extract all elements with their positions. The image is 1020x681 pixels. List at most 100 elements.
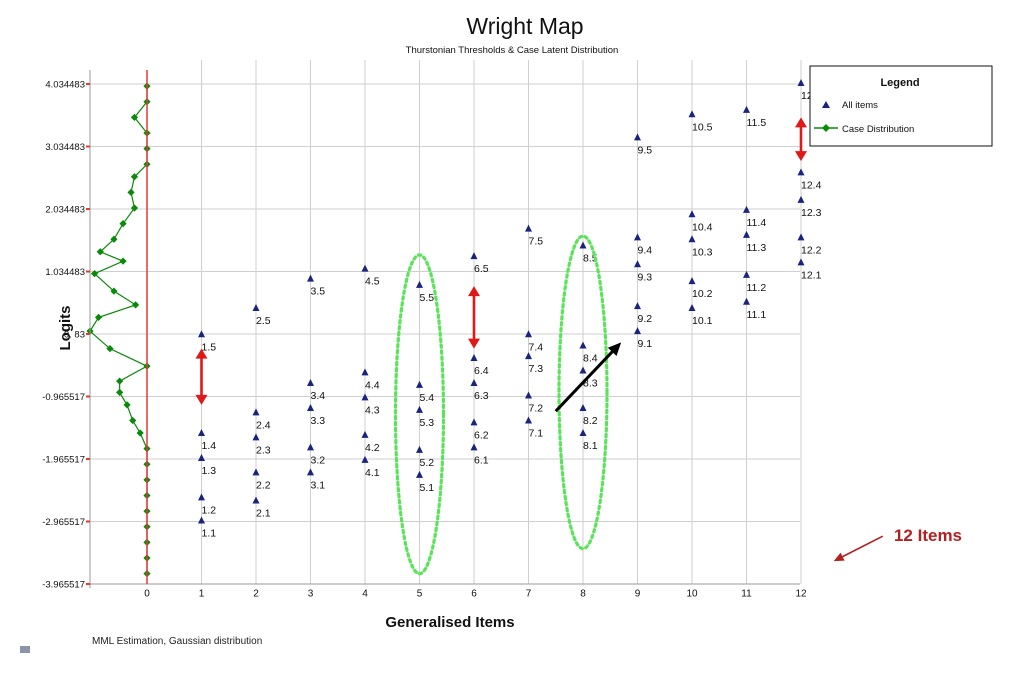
case-point <box>130 113 139 122</box>
red-arrow-head-down <box>795 151 807 162</box>
item-point <box>252 408 260 416</box>
item-point <box>688 210 696 218</box>
item-label: 8.1 <box>583 440 598 452</box>
item-point <box>198 429 205 437</box>
item-point <box>525 391 532 399</box>
y-tick-label: 0. 83 <box>64 330 85 341</box>
item-point <box>361 264 369 272</box>
legend-title: Legend <box>880 77 919 89</box>
item-label: 1.2 <box>202 504 217 516</box>
case-point <box>90 270 99 278</box>
item-point <box>579 366 587 374</box>
item-point <box>688 235 696 243</box>
item-label: 7.5 <box>529 236 544 248</box>
item-point <box>361 393 369 401</box>
item-label: 1.3 <box>202 465 217 477</box>
case-point <box>116 377 124 385</box>
item-point <box>797 168 805 176</box>
item-point <box>361 455 369 463</box>
item-point <box>743 297 750 305</box>
item-label: 11.3 <box>747 242 767 254</box>
item-point <box>252 468 260 476</box>
item-point <box>634 233 641 241</box>
item-point <box>416 445 423 453</box>
item-label: 4.1 <box>365 467 380 479</box>
item-point <box>307 274 314 282</box>
legend-diamond-icon <box>822 124 830 132</box>
chart-title: Wright Map <box>466 13 583 39</box>
legend: Legend All items Case Distribution <box>809 65 993 147</box>
x-tick-label: 7 <box>526 588 532 599</box>
item-label: 6.1 <box>474 454 489 466</box>
x-tick-label: 2 <box>253 588 259 599</box>
footnote: MML Estimation, Gaussian distribution <box>92 636 263 647</box>
item-point <box>579 404 587 412</box>
item-label: 4.2 <box>365 442 380 454</box>
black-arrow-head <box>607 342 622 356</box>
item-label: 9.5 <box>638 144 653 156</box>
item-point <box>252 496 260 504</box>
item-point <box>525 224 532 232</box>
item-label: 3.2 <box>311 454 326 466</box>
item-point <box>797 233 805 241</box>
item-point <box>797 195 805 203</box>
item-point <box>688 277 696 285</box>
case-point <box>116 388 124 397</box>
dotted-ellipse <box>557 234 609 551</box>
item-label: 3.1 <box>311 479 326 491</box>
case-point <box>96 248 104 256</box>
x-tick-label: 3 <box>308 588 314 599</box>
item-point <box>198 454 205 462</box>
item-label: 11.4 <box>747 217 767 229</box>
y-tick-label: -3.965517 <box>42 580 85 591</box>
case-point <box>119 257 127 265</box>
chart-subtitle: Thurstonian Thresholds & Case Latent Dis… <box>406 45 619 56</box>
item-label: 1.4 <box>202 440 217 452</box>
case-point <box>119 220 127 228</box>
callout-text: 12 Items <box>894 526 962 545</box>
item-label: 12.2 <box>801 244 822 256</box>
legend-entry-items: All items <box>842 100 878 111</box>
item-label: 4.3 <box>365 404 380 416</box>
item-point <box>198 516 205 524</box>
item-point <box>307 443 314 451</box>
callout-arrow-head <box>833 552 845 562</box>
item-label: 7.1 <box>529 428 544 440</box>
item-label: 7.3 <box>529 363 544 375</box>
item-point <box>307 404 314 412</box>
item-point <box>688 304 696 312</box>
item-label: 9.2 <box>638 313 653 325</box>
item-point <box>470 354 478 362</box>
item-label: 11.1 <box>747 309 767 321</box>
item-label: 6.4 <box>474 365 489 377</box>
case-point <box>110 235 118 243</box>
black-arrow <box>554 350 614 413</box>
item-point <box>198 330 205 338</box>
item-point <box>470 418 478 426</box>
item-point <box>361 430 369 438</box>
small-square-icon <box>20 646 30 653</box>
case-point <box>136 429 144 437</box>
x-tick-label: 12 <box>795 588 807 599</box>
item-label: 10.3 <box>692 246 713 258</box>
red-arrow-head-up <box>795 117 807 128</box>
item-label: 10.2 <box>692 288 713 300</box>
item-point <box>307 468 314 476</box>
item-label: 4.4 <box>365 379 380 391</box>
annotations-layer <box>195 117 884 576</box>
x-tick-label: 4 <box>362 588 368 599</box>
legend-triangle-icon <box>822 101 830 108</box>
item-point <box>525 352 532 360</box>
item-point <box>416 280 423 288</box>
item-label: 11.5 <box>747 117 767 129</box>
item-point <box>307 379 314 387</box>
item-label: 3.4 <box>311 390 326 402</box>
x-tick-label: 11 <box>741 588 752 599</box>
item-label: 3.5 <box>311 286 326 298</box>
item-label: 9.1 <box>638 338 653 350</box>
item-point <box>797 79 805 87</box>
item-label: 5.2 <box>420 457 435 469</box>
item-point <box>416 380 423 388</box>
item-label: 2.5 <box>256 315 271 327</box>
